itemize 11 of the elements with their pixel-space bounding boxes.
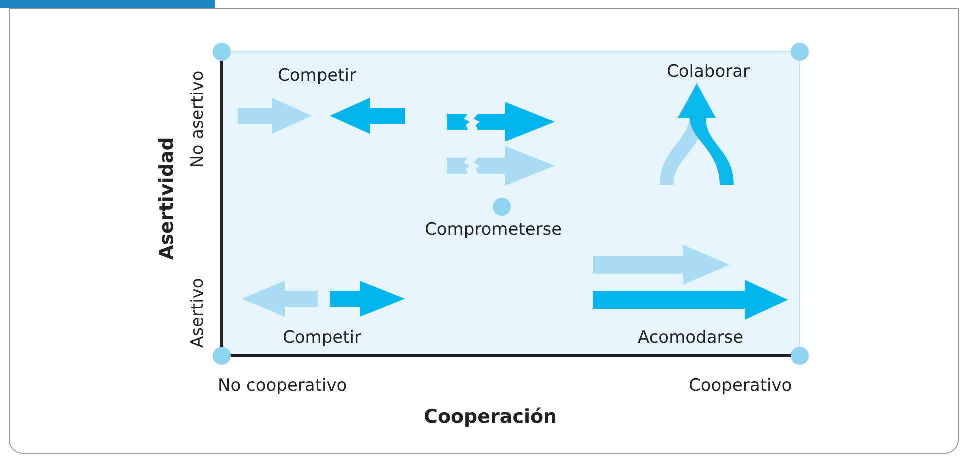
quadrant-label: Acomodarse — [638, 328, 744, 348]
quadrant-label: Competir — [278, 66, 356, 86]
quadrant-label: Colaborar — [667, 62, 750, 82]
quadrant-label: Comprometerse — [425, 220, 562, 240]
axis-title: Cooperación — [424, 407, 558, 427]
axis-label: Asertivo — [188, 278, 208, 348]
axis-label: Cooperativo — [689, 376, 792, 396]
quadrant-label: Competir — [283, 328, 362, 348]
axis-title: Asertividad — [157, 137, 177, 260]
axis-label: No asertivo — [188, 70, 208, 168]
axis-label: No cooperativo — [218, 376, 348, 396]
